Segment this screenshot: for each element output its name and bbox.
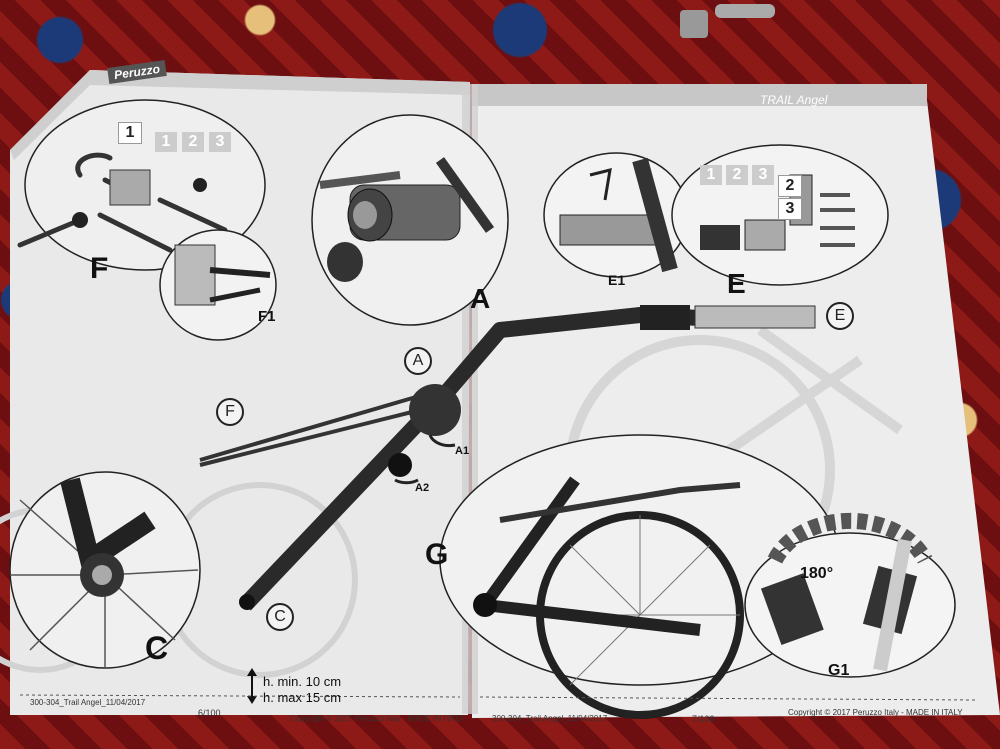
brand-right: TRAIL Angel [760,93,828,107]
step-box: 1 [155,132,177,152]
footer-left-page: 6/100 [198,708,221,718]
height-min: h. min. 10 cm [263,674,342,689]
label-e1: E1 [608,272,626,288]
circled-marker-f: F [216,398,244,426]
step-box: 1 [118,122,142,144]
step-box: 3 [209,132,231,152]
label-a1: A1 [455,445,470,457]
label-g1: G1 [828,662,850,679]
label-g: G [425,538,449,571]
label-a2: A2 [415,482,430,494]
hardware-bolts [680,0,780,45]
footer-right-page: 7/100 [692,714,715,724]
label-f1: F1 [258,308,276,325]
footer-left-copyright: Copyright © 2017 Peruzzo Italy - MADE IN… [290,714,465,723]
label-a: A [470,283,491,314]
footer-right-code: 300-304_Trail Angel_11/04/2017 [492,714,608,723]
angle-label: 180° [800,565,834,582]
circled-marker-c: C [266,603,294,631]
step-box: 3 [752,165,774,185]
circled-marker-a: A [404,347,432,375]
label-f: F [90,252,109,285]
tow-bar-drawing [199,305,816,611]
circled-marker-e: E [826,302,854,330]
label-e: E [727,268,746,299]
label-c: C [145,630,169,666]
footer-right-copyright: Copyright © 2017 Peruzzo Italy - MADE IN… [788,708,963,717]
step-box: 1 [700,165,722,185]
step-box: 2 [778,175,802,197]
step-box: 2 [182,132,204,152]
step-box: 2 [726,165,748,185]
height-max: h. max 15 cm [263,690,342,705]
footer-left-code: 300-304_Trail Angel_11/04/2017 [30,698,146,707]
step-box: 3 [778,198,802,220]
